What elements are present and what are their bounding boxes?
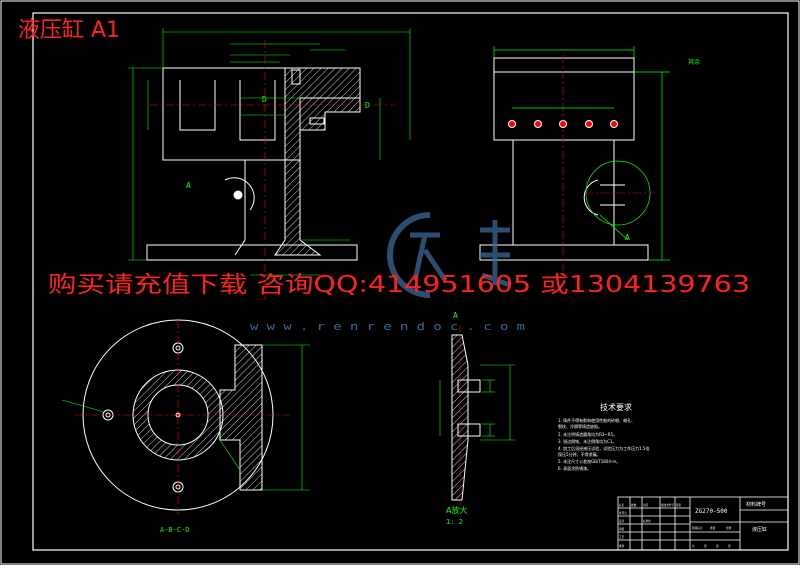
front-section-view [146,67,361,261]
bolt-hole [585,120,593,128]
tb-cell: 张 [704,544,707,548]
tb-cell: 第 [716,544,719,548]
detail-label: A放大 [446,505,467,515]
view-label-bottom: A-B-C-D [160,526,190,534]
tech-line: 2. 未注明铸造圆角均为R3~R5。 [558,431,617,437]
site-logo-watermark [387,212,511,298]
detail-a-view [451,334,481,501]
side-view [479,57,649,261]
site-watermark: w w w . r e n r e n d o c . c o m [250,320,525,333]
tb-cell: 共 [692,544,695,548]
side-detail-circle [493,46,670,261]
tb-cell: 处数 [631,503,637,507]
promo-watermark: 购买请充值下载 咨询QQ:414951605 或1304139763 [48,272,750,298]
tb-cell: 审核 [619,527,625,531]
bolt-hole [508,120,516,128]
tech-line: 4. 加工后须经液压试验，试验压力为工作压力1.5倍 [558,445,649,451]
title-block-cells: 标记 处数 分区 更改文件号 签名 年月日 设计 标准化 审核 工艺 批准 阶段… [619,503,732,548]
bolt-hole [534,120,542,128]
hatched-section-upper [284,67,361,161]
tech-line: 保压5分钟，不得渗漏。 [558,451,601,457]
front-centerlines [150,40,395,300]
tb-cell: 标准化 [643,519,651,523]
hatched-lug [219,344,263,491]
tb-cell: 更改文件号 [661,503,674,507]
tb-cell: 分区 [643,503,649,507]
detail-scale: 1: 2 [446,518,463,526]
bolt-hole [610,120,618,128]
drawing-number: ZG270-500 [695,508,728,515]
side-centerlines [562,55,655,275]
section-label-d: D [365,101,370,110]
section-label-a-right: A [625,233,630,242]
tech-requirements-list: 1. 铸件不得有影响使用性能的砂眼、缩孔、 裂纹、冷隔等铸造缺陷。 2. 未注明… [558,417,649,471]
hatched-section-stem [274,159,322,256]
tb-cell: 设计 [619,519,625,523]
tb-cell: 批准 [619,544,625,548]
tech-line: 裂纹、冷隔等铸造缺陷。 [558,423,602,429]
tech-line: 5. 未注尺寸公差按GB/T1804-m。 [558,458,620,464]
plan-centerlines [75,320,290,515]
tech-line: 1. 铸件不得有影响使用性能的砂眼、缩孔、 [558,417,635,423]
section-label-d2: D [262,95,267,104]
tb-cell: 比例 [726,526,732,530]
front-dimensions [128,28,411,276]
part-name: 液压缸 [752,526,767,533]
material-label: 材料牌号 [746,501,766,508]
section-label-a-left: A [186,181,191,190]
title-block [617,496,789,551]
inner-frame [32,12,789,551]
tb-cell: 工艺 [619,535,625,539]
tb-cell: 年月日 [619,511,627,515]
tb-cell: 重量 [710,526,716,530]
roughness-note: 其余 [688,58,700,66]
tb-cell: 标记 [619,503,625,507]
tech-line: 6. 表面涂防锈漆。 [558,465,591,471]
section-label-a-top: A [453,311,458,320]
plan-dimensions [61,344,310,491]
tb-cell: 张 [728,544,731,548]
detail-dimensions [439,364,515,441]
tb-cell: 签名 [676,503,682,507]
tech-line: 3. 锐边倒钝，未注倒角均为C1。 [558,438,616,444]
tech-requirements-title: 技术要求 [600,402,632,412]
drawing-title: 液压缸 A1 [18,18,120,43]
tb-cell: 阶段标记 [692,526,703,530]
